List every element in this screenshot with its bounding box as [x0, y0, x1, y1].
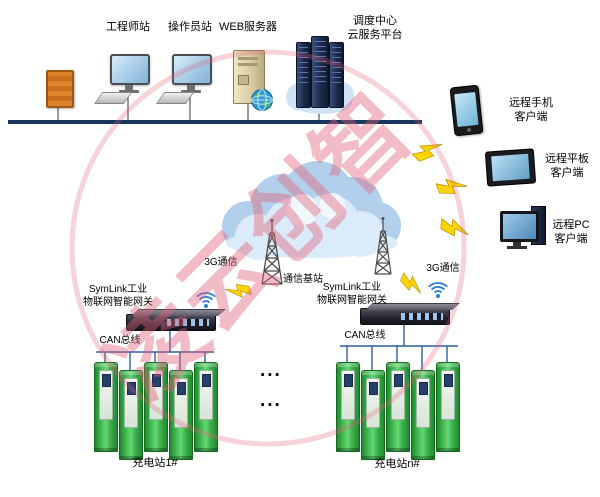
station-right-label: 充电站n#	[374, 458, 420, 470]
engineer-workstation	[94, 54, 156, 106]
web-server-tower	[233, 50, 273, 111]
bolt-to-phone	[411, 133, 445, 167]
remote-pc-icon	[500, 206, 548, 250]
server-tower-icon	[296, 42, 311, 108]
bolt-to-gateway-left	[224, 280, 252, 302]
remote-phone-label: 远程手机 客户端	[509, 97, 553, 124]
monitor-base	[181, 90, 201, 93]
tablet-icon	[484, 148, 537, 187]
charging-pile	[94, 362, 118, 452]
pc-stand	[513, 242, 521, 246]
monitor-stand	[187, 85, 195, 90]
server-tower-icon	[329, 42, 344, 108]
charging-pile	[436, 362, 460, 452]
charging-pile	[386, 362, 410, 452]
bolt-to-pc	[439, 217, 471, 238]
remote-pc-label: 远程PC 客户端	[552, 219, 590, 246]
can-bus-left-label: CAN总线	[99, 335, 141, 346]
engineer-station-label: 工程师站	[106, 21, 150, 33]
internet-cloud	[222, 161, 401, 260]
more-stations-ellipsis: ...	[260, 360, 282, 381]
charging-pile	[119, 370, 143, 460]
pc-base	[507, 246, 527, 249]
comm-tower-left	[261, 218, 283, 285]
monitor-base	[119, 90, 139, 93]
remote-tablet-label: 远程平板 客户端	[545, 153, 589, 180]
web-server-label: WEB服务器	[218, 21, 278, 33]
charging-pile	[411, 370, 435, 460]
charging-pile	[194, 362, 218, 452]
smartphone-icon	[449, 84, 484, 137]
iot-gateway-left	[126, 314, 216, 331]
charging-pile	[144, 362, 168, 452]
dispatch-server-rack	[296, 34, 344, 108]
keyboard-icon	[94, 92, 133, 104]
base-station-label: 通信基站	[283, 274, 323, 285]
operator-station-label: 操作员站	[168, 21, 212, 33]
pc-monitor	[500, 211, 539, 242]
field-io-panel	[46, 70, 74, 108]
monitor-icon	[110, 54, 150, 85]
charging-pile	[169, 370, 193, 460]
charging-pile	[361, 370, 385, 460]
gateway-right-label: SymLink工业 物联网智能网关	[317, 282, 387, 306]
bolt-to-tablet	[435, 172, 469, 200]
globe-icon	[251, 89, 273, 111]
keyboard-icon	[156, 92, 195, 104]
can-bus-right-label: CAN总线	[344, 330, 386, 341]
more-stations-ellipsis: ...	[260, 390, 282, 411]
server-drive-bay	[238, 75, 249, 85]
server-vents	[238, 57, 258, 60]
comm-tower-right	[374, 217, 392, 275]
wifi-icon-left	[196, 292, 216, 308]
operator-workstation	[156, 54, 218, 106]
station-left-label: 充电站1#	[132, 457, 178, 469]
dispatch-center-label: 调度中心 云服务平台	[347, 15, 403, 42]
wifi-icon-right	[428, 282, 448, 298]
gateway-left-label: SymLink工业 物联网智能网关	[83, 284, 153, 308]
3g-comm-left-label: 3G通信	[204, 257, 238, 268]
iot-gateway-right	[360, 308, 450, 325]
3g-comm-right-label: 3G通信	[426, 263, 460, 274]
monitor-stand	[125, 85, 133, 90]
charging-pile	[336, 362, 360, 452]
server-tower-icon	[311, 36, 329, 108]
monitor-icon	[172, 54, 212, 85]
